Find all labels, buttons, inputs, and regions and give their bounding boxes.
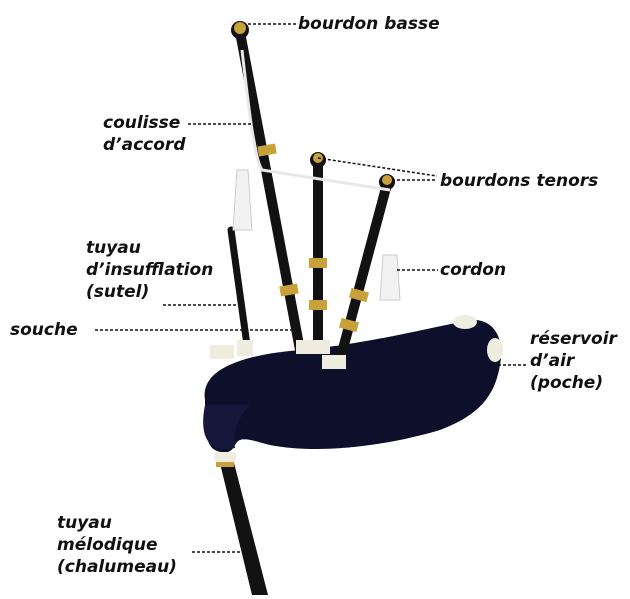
label-tuyau-melodique: tuyau mélodique (chalumeau) (57, 512, 177, 578)
label-cordon: cordon (440, 259, 506, 281)
chanter-brass-ring (216, 462, 234, 467)
tassel-right (380, 255, 400, 300)
tenor-drone-2-pipe (340, 184, 387, 360)
label-bourdon-basse: bourdon basse (298, 13, 440, 35)
tassel-left (233, 170, 252, 230)
blowpipe (231, 230, 247, 345)
chanter-stock-ring (214, 452, 236, 462)
chanter-pipe (218, 455, 268, 595)
label-coulisse-accord: coulisse d’accord (103, 112, 186, 156)
label-reservoir-air: réservoir d’air (poche) (530, 328, 617, 394)
label-bourdons-tenors: bourdons tenors (440, 170, 598, 192)
label-tuyau-insufflation: tuyau d’insufflation (sutel) (86, 237, 213, 303)
blowpipe-stock (237, 340, 253, 356)
label-souche: souche (10, 319, 78, 341)
